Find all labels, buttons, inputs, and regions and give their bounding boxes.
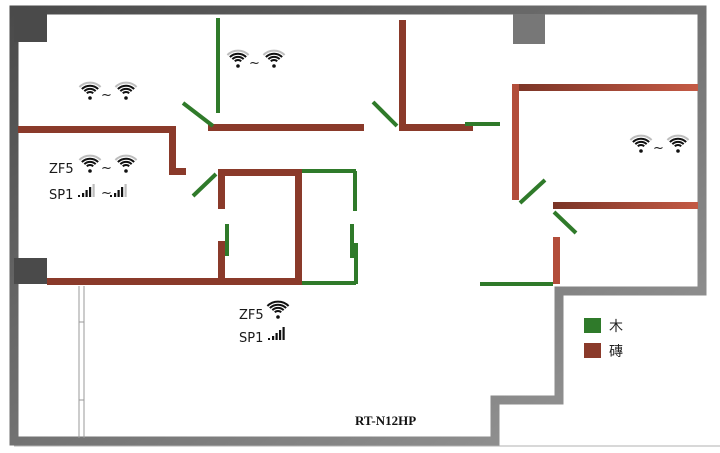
legend-swatch (584, 343, 601, 358)
brick-wall (47, 278, 302, 285)
tilde-label: ~ (249, 56, 260, 71)
zf5-label: ZF5 (49, 162, 74, 177)
signal-bars-icon (78, 184, 95, 197)
signal-bars-icon (110, 184, 127, 197)
brick-wall (553, 237, 560, 284)
wifi-icon (629, 134, 653, 153)
wifi-icon (666, 134, 690, 153)
brick-wall (218, 169, 225, 209)
legend-swatch (584, 318, 601, 333)
sp1-label: SP1 (239, 331, 263, 346)
wifi-icon (266, 300, 290, 319)
brick-wall (218, 241, 225, 284)
legend-label: 磚 (609, 344, 623, 360)
brick-wall (169, 168, 186, 175)
brick-walls (18, 20, 698, 285)
door-swing (181, 101, 215, 128)
corner-block (14, 10, 47, 42)
tilde-label: ~ (101, 161, 112, 176)
corner-block (14, 258, 47, 284)
wifi-icon (78, 154, 102, 173)
pillar-block (513, 14, 545, 44)
wifi-icon (114, 81, 138, 100)
brick-wall (512, 84, 519, 200)
wifi-icon (262, 49, 286, 68)
router-model-label: RT-N12HP (355, 413, 416, 428)
legend: 木磚 (584, 318, 623, 360)
brick-wall (399, 124, 473, 131)
brick-wall (295, 169, 302, 284)
brick-wall (208, 124, 364, 131)
brick-wall (512, 84, 698, 91)
signal-bars-icon (268, 327, 285, 340)
wood-walls (181, 18, 578, 286)
door-swing (191, 172, 218, 198)
brick-wall (218, 169, 302, 176)
legend-label: 木 (609, 319, 623, 335)
tilde-label: ~ (101, 88, 112, 103)
wifi-icon (226, 49, 250, 68)
sp1-label: SP1 (49, 188, 73, 203)
zf5-label: ZF5 (239, 308, 264, 323)
brick-wall (399, 20, 406, 131)
brick-wall (553, 202, 698, 209)
tilde-label: ~ (653, 141, 664, 156)
sliding-partition (78, 286, 85, 438)
brick-wall (169, 126, 176, 174)
brick-wall (18, 126, 176, 133)
tilde-label: ~ (101, 186, 112, 201)
wifi-icon (78, 81, 102, 100)
wifi-icon (114, 154, 138, 173)
door-swing (518, 178, 547, 205)
outer-wall (9, 5, 720, 447)
door-swing (552, 210, 578, 235)
door-swing (371, 100, 399, 128)
